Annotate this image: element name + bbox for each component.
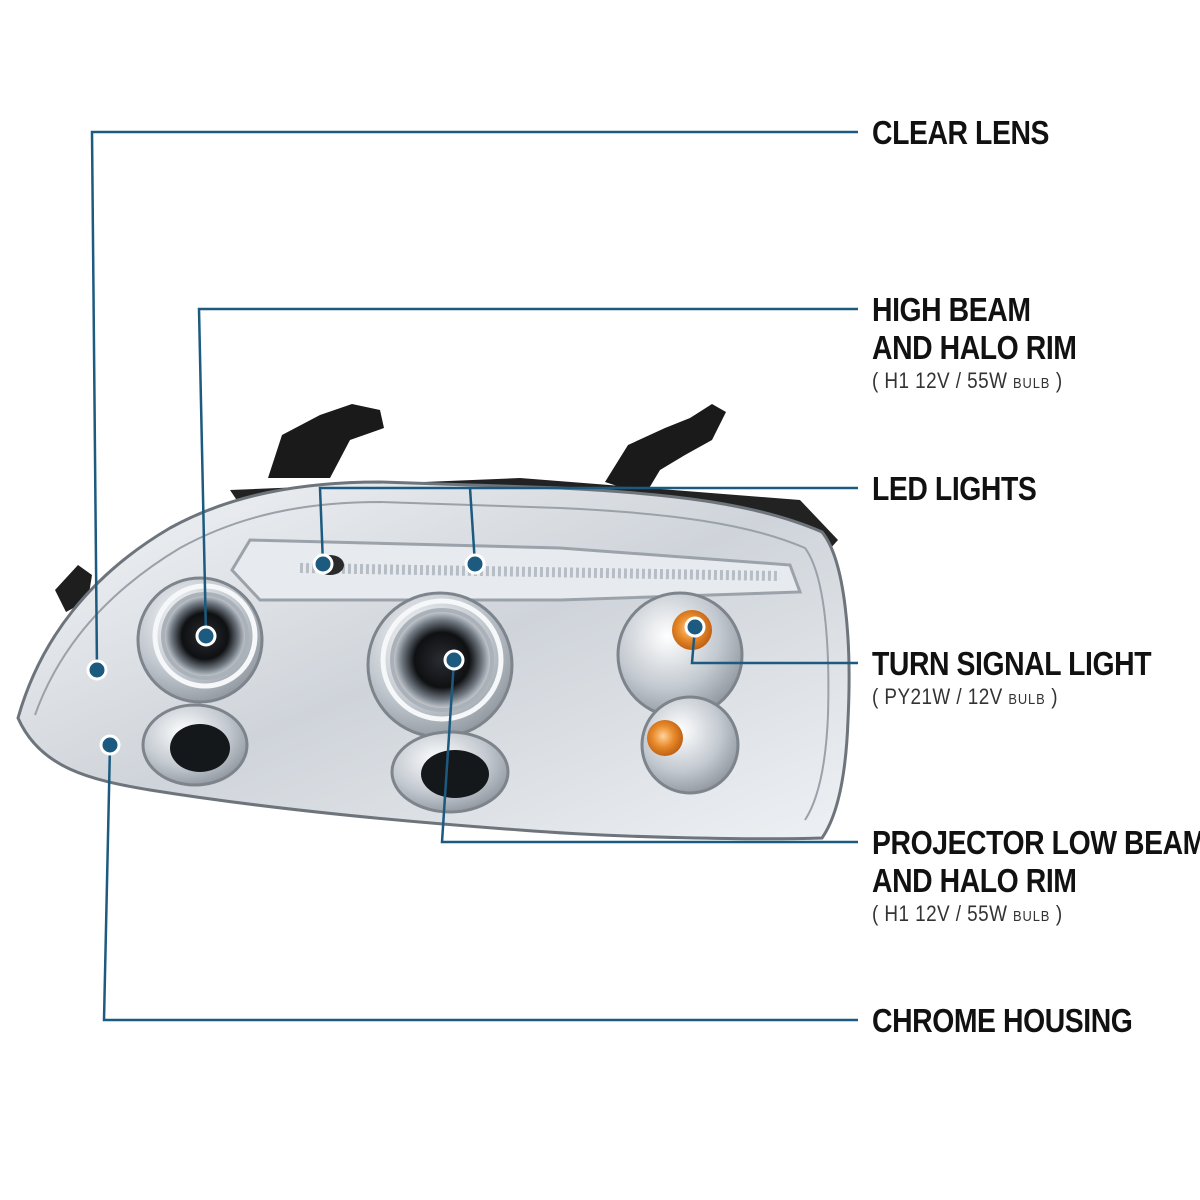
leader-clear-lens <box>90 130 858 671</box>
led-strip <box>299 563 781 581</box>
label-title: HIGH BEAM <box>872 291 1031 328</box>
leader-low-beam <box>440 659 858 844</box>
lower-amber-bulb <box>647 720 683 756</box>
headlight-illustration <box>16 404 851 841</box>
mounting-bracket-left <box>268 404 384 478</box>
label-turn-signal: TURN SIGNAL LIGHT ( PY21W / 12V BULB ) <box>872 645 1152 714</box>
dot-high-beam <box>195 625 217 647</box>
callout-dots <box>86 553 706 756</box>
label-title-line2: AND HALO RIM <box>872 329 1077 366</box>
leader-led-lights-branch <box>468 487 477 565</box>
label-title: TURN SIGNAL LIGHT <box>872 645 1152 682</box>
leader-chrome-housing <box>102 744 858 1022</box>
mounting-bracket-right <box>605 404 726 495</box>
label-spec: ( H1 12V / 55W BULB ) <box>872 901 1063 926</box>
label-title: CHROME HOUSING <box>872 1002 1133 1039</box>
label-title: PROJECTOR LOW BEAM <box>872 824 1200 861</box>
label-clear-lens: CLEAR LENS <box>872 114 1049 152</box>
label-title: LED LIGHTS <box>872 470 1037 507</box>
label-led-lights: LED LIGHTS <box>872 470 1037 508</box>
dot-led-left <box>312 553 334 575</box>
dot-chrome-housing <box>99 734 121 756</box>
dot-turn-signal <box>684 616 706 638</box>
lower-lens-center <box>421 750 489 798</box>
leader-high-beam <box>197 307 858 637</box>
label-spec: ( PY21W / 12V BULB ) <box>872 684 1058 709</box>
label-title-line2: AND HALO RIM <box>872 862 1077 899</box>
low-beam-halo-ring <box>380 598 504 722</box>
dot-led-right <box>464 553 486 575</box>
leader-led-lights <box>318 486 858 565</box>
lower-lens-left <box>170 724 230 772</box>
label-chrome-housing: CHROME HOUSING <box>872 1002 1133 1040</box>
dot-clear-lens <box>86 659 108 681</box>
low-beam-lens <box>390 608 494 712</box>
label-spec: ( H1 12V / 55W BULB ) <box>872 368 1063 393</box>
leader-turn-signal <box>690 626 858 665</box>
label-title: CLEAR LENS <box>872 114 1050 151</box>
housing-trim <box>34 500 830 821</box>
label-high-beam: HIGH BEAM AND HALO RIM ( H1 12V / 55W BU… <box>872 291 1077 398</box>
label-low-beam: PROJECTOR LOW BEAM AND HALO RIM ( H1 12V… <box>872 824 1200 931</box>
callout-lines <box>90 130 858 1022</box>
dot-low-beam <box>443 649 465 671</box>
